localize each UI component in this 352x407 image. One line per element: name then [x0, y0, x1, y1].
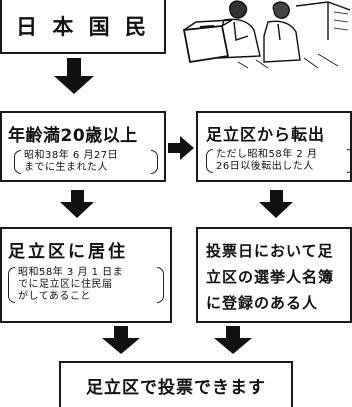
moved-out-note: ただし昭和58年 2 月 26日以後転出した人 — [206, 149, 352, 173]
age-title: 年齢満20歳以上 — [8, 126, 138, 146]
registered-line1: 投票日において足 — [206, 242, 334, 260]
box-result: 足立区で投票できます — [59, 361, 293, 407]
registered-line2: 立区の選挙人名簿 — [206, 268, 335, 286]
box-citizen: 日 本 国 民 — [0, 0, 166, 54]
moved-out-title: 足立区から転出 — [206, 125, 326, 144]
age-note-line1: 昭和38年 6 月27日 — [24, 150, 119, 161]
age-note-line2: までに生まれた人 — [24, 162, 108, 173]
box-resident: 足立区に居住 昭和58年 3 月 1 日ま でに足立区に住民届 がしてあること — [0, 227, 172, 323]
age-note: 昭和38年 6 月27日 までに生まれた人 — [14, 150, 158, 174]
resident-title: 足立区に居住 — [8, 242, 128, 262]
box-age: 年齢満20歳以上 昭和38年 6 月27日 までに生まれた人 — [0, 111, 166, 182]
box-registered: 投票日において足 立区の選挙人名簿 に登録のある人 — [196, 227, 352, 323]
result-title: 足立区で投票できます — [86, 377, 266, 398]
arrow-age-to-moved-out — [168, 136, 194, 160]
resident-note: 昭和58年 3 月 1 日ま でに足立区に住民届 がしてあること — [8, 267, 164, 303]
box-moved-out: 足立区から転出 ただし昭和58年 2 月 26日以後転出した人 — [196, 111, 352, 182]
resident-note-line2: でに足立区に住民届 — [18, 279, 113, 290]
resident-note-line3: がしてあること — [18, 291, 91, 302]
moved-out-note-line1: ただし昭和58年 2 月 — [216, 149, 318, 160]
voting-booth-icon — [182, 0, 351, 69]
moved-out-note-line2: 26日以後転出した人 — [216, 161, 314, 172]
resident-note-line1: 昭和58年 3 月 1 日ま — [18, 267, 124, 278]
registered-line3: に登録のある人 — [206, 294, 319, 312]
citizen-title: 日 本 国 民 — [16, 15, 150, 39]
